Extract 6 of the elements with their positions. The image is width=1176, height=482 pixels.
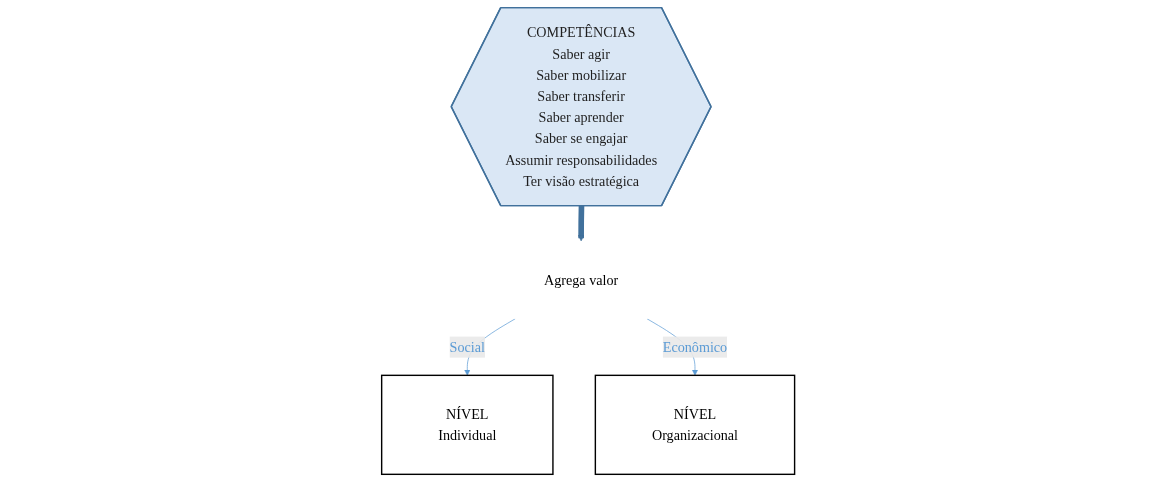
node-box: NÍVEL Organizacional: [594, 374, 796, 476]
node-text: Agrega valor: [543, 272, 619, 288]
node-box: NÍVEL Individual: [380, 374, 554, 476]
arrow: [577, 205, 585, 242]
edge-label: Social: [449, 339, 485, 355]
edge-label: Econômico: [662, 339, 728, 355]
